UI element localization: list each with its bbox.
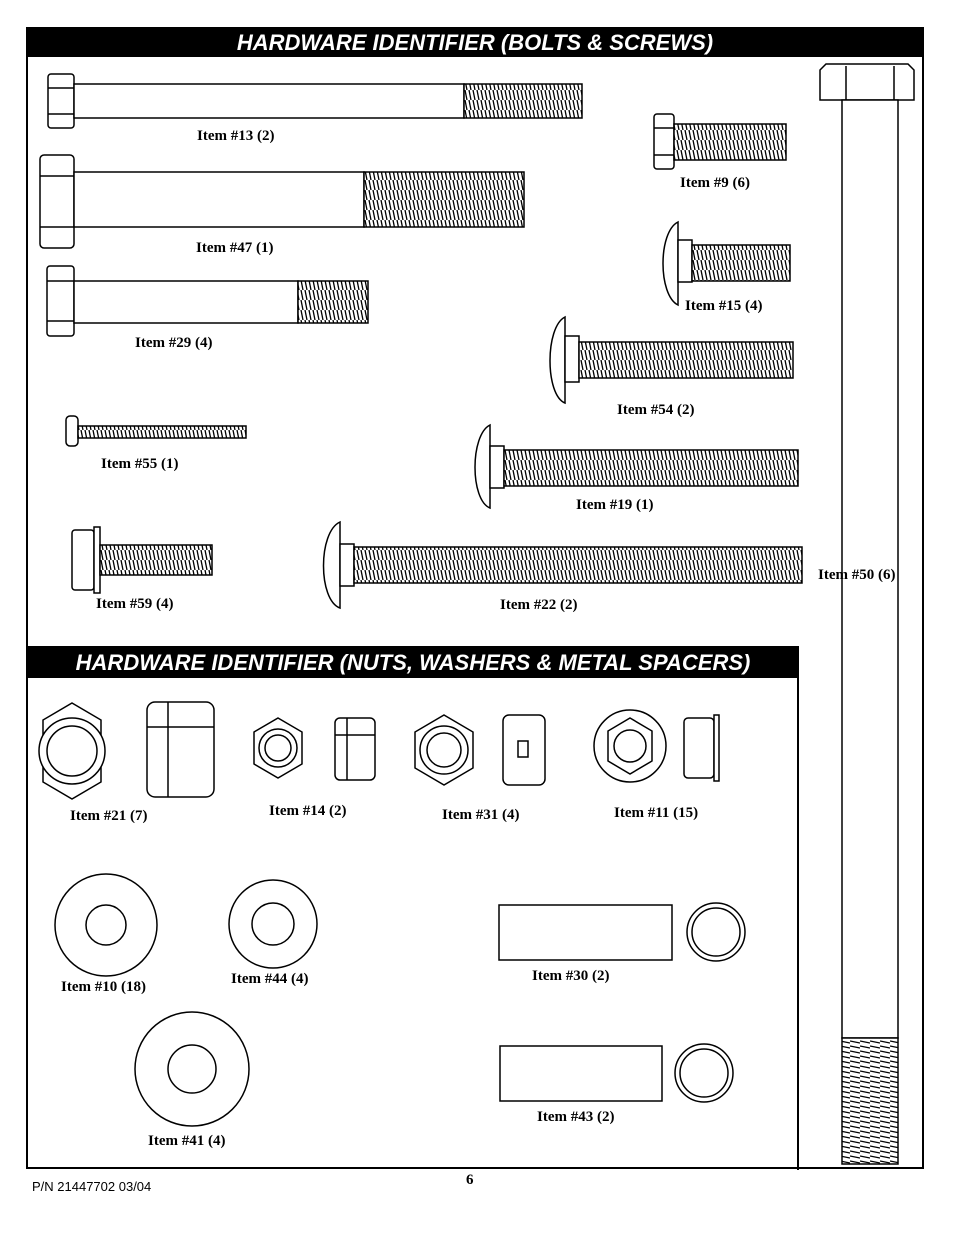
page-frame (26, 27, 924, 1169)
item-10-label: Item #10 (18) (61, 979, 146, 995)
bolt-47-icon (39, 154, 525, 249)
part-number: P/N 21447702 03/04 (32, 1179, 152, 1194)
nut-21-icon (38, 701, 215, 800)
bolt-13-icon (47, 73, 583, 129)
bolt-9-icon (653, 113, 787, 170)
item-9-label: Item #9 (6) (680, 175, 750, 191)
item-13-label: Item #13 (2) (197, 128, 275, 144)
item-30-label: Item #30 (2) (532, 968, 610, 984)
item-54-label: Item #54 (2) (617, 402, 695, 418)
item-41-label: Item #41 (4) (148, 1133, 226, 1149)
washer-41-icon (134, 1011, 250, 1127)
item-50-label: Item #50 (6) (818, 567, 896, 583)
washer-10-icon (54, 873, 158, 977)
flange-nut-11-icon (593, 709, 720, 783)
item-44-label: Item #44 (4) (231, 971, 309, 987)
item-22-label: Item #22 (2) (500, 597, 578, 613)
item-14-label: Item #14 (2) (269, 803, 347, 819)
screw-55-icon (65, 415, 247, 447)
spacer-30-icon (498, 902, 746, 962)
flange-bolt-59-icon (71, 526, 213, 594)
carriage-bolt-22-icon (322, 520, 803, 610)
bolt-29-icon (46, 265, 369, 337)
item-11-label: Item #11 (15) (614, 805, 699, 821)
carriage-bolt-19-icon (474, 423, 799, 510)
item-15-label: Item #15 (4) (685, 298, 763, 314)
page-number: 6 (466, 1172, 474, 1188)
item-59-label: Item #59 (4) (96, 596, 174, 612)
carriage-bolt-54-icon (549, 315, 794, 405)
item-29-label: Item #29 (4) (135, 335, 213, 351)
carriage-bolt-15-icon (662, 220, 791, 307)
item-21-label: Item #21 (7) (70, 808, 148, 824)
item-47-label: Item #47 (1) (196, 240, 274, 256)
washer-44-icon (228, 879, 318, 969)
item-19-label: Item #19 (1) (576, 497, 654, 513)
nuts-header: HARDWARE IDENTIFIER (NUTS, WASHERS & MET… (28, 648, 798, 678)
nut-31-icon (414, 714, 546, 786)
long-bolt-50-icon (819, 63, 915, 1165)
nuts-section-box (27, 646, 799, 1170)
nut-14-icon (253, 717, 376, 781)
item-55-label: Item #55 (1) (101, 456, 179, 472)
spacer-43-icon (499, 1043, 734, 1103)
item-43-label: Item #43 (2) (537, 1109, 615, 1125)
item-31-label: Item #31 (4) (442, 807, 520, 823)
bolts-header: HARDWARE IDENTIFIER (BOLTS & SCREWS) (28, 29, 922, 57)
